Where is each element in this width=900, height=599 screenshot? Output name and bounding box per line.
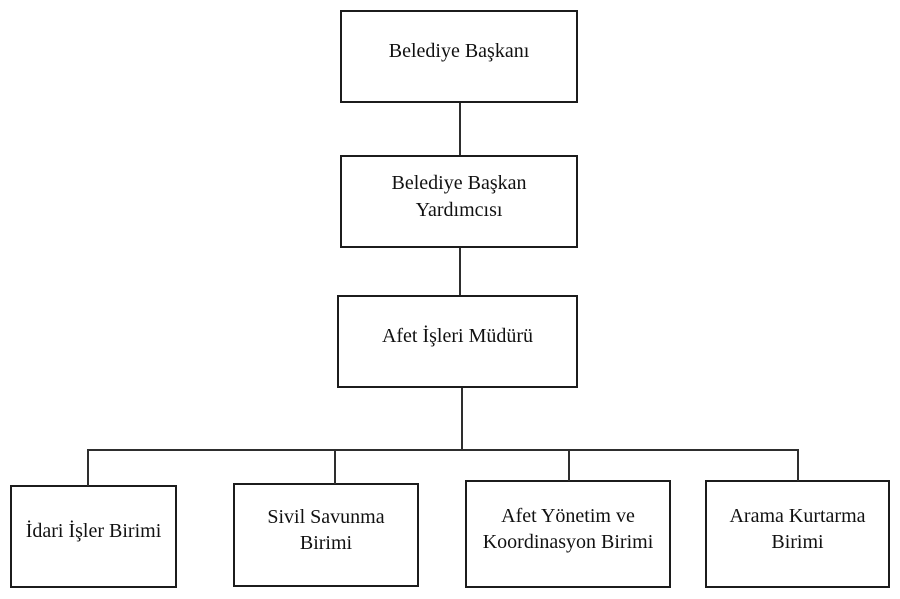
connector-bar-to-arama-kurtarma	[797, 449, 799, 481]
node-label: İdari İşler Birimi	[25, 520, 162, 543]
node-label: Sivil Savunma Birimi	[267, 505, 385, 554]
node-label: Belediye Başkan Yardımcısı	[391, 172, 527, 221]
node-belediye-baskan-yardimcisi: Belediye Başkan Yardımcısı	[340, 155, 578, 248]
connector-bar-to-idari-isler	[87, 449, 89, 486]
connector-mayor-to-deputy	[459, 103, 461, 155]
connector-director-to-bar	[461, 388, 463, 450]
node-afet-yonetim-ve-koordinasyon-birimi: Afet Yönetim ve Koordinasyon Birimi	[465, 480, 671, 588]
connector-bar-to-sivil-savunma	[334, 449, 336, 484]
node-label: Afet Yönetim ve Koordinasyon Birimi	[482, 504, 654, 553]
node-sivil-savunma-birimi: Sivil Savunma Birimi	[233, 483, 419, 587]
connector-deputy-to-director	[459, 248, 461, 295]
connector-horizontal-bar	[87, 449, 798, 451]
node-afet-isleri-muduru: Afet İşleri Müdürü	[337, 295, 578, 388]
node-label: Arama Kurtarma Birimi	[729, 504, 866, 553]
node-label: Belediye Başkanı	[388, 40, 530, 63]
node-arama-kurtarma-birimi: Arama Kurtarma Birimi	[705, 480, 890, 588]
node-label: Afet İşleri Müdürü	[381, 325, 534, 348]
node-idari-isler-birimi: İdari İşler Birimi	[10, 485, 177, 588]
node-belediye-baskani: Belediye Başkanı	[340, 10, 578, 103]
connector-bar-to-afet-yonetim	[568, 449, 570, 481]
